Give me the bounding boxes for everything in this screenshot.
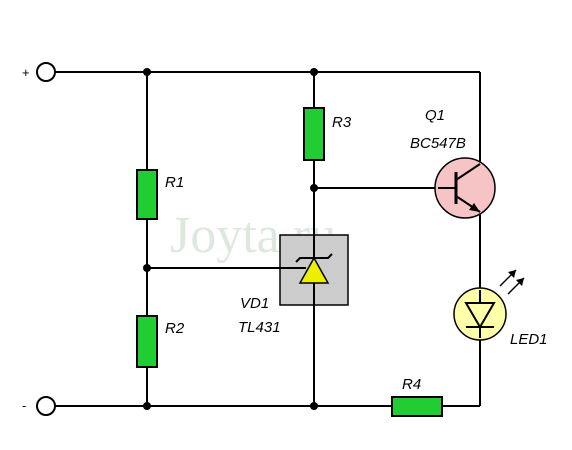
led-icon [453,269,525,341]
label-r2: R2 [165,320,185,337]
label-q1-model: BC547B [410,135,466,152]
resistor-r3 [303,107,325,161]
resistor-r4 [391,396,443,417]
transistor-npn-icon [434,157,496,219]
negative-label: - [22,398,26,413]
wires [55,71,481,407]
tl431-regulator [279,234,349,306]
resistor-r2 [136,315,158,368]
label-led1: LED1 [510,331,548,348]
resistor-r1 [136,169,158,220]
label-q1: Q1 [425,107,445,124]
positive-terminal [36,62,56,82]
label-r1: R1 [165,174,184,191]
positive-label: + [22,65,30,80]
junction-dots [143,68,318,410]
negative-terminal [36,396,56,416]
label-vd1-model: TL431 [238,319,281,336]
label-r3: R3 [332,114,352,131]
zener-diode-icon [298,256,330,284]
label-vd1: VD1 [240,295,269,312]
label-r4: R4 [402,376,421,393]
